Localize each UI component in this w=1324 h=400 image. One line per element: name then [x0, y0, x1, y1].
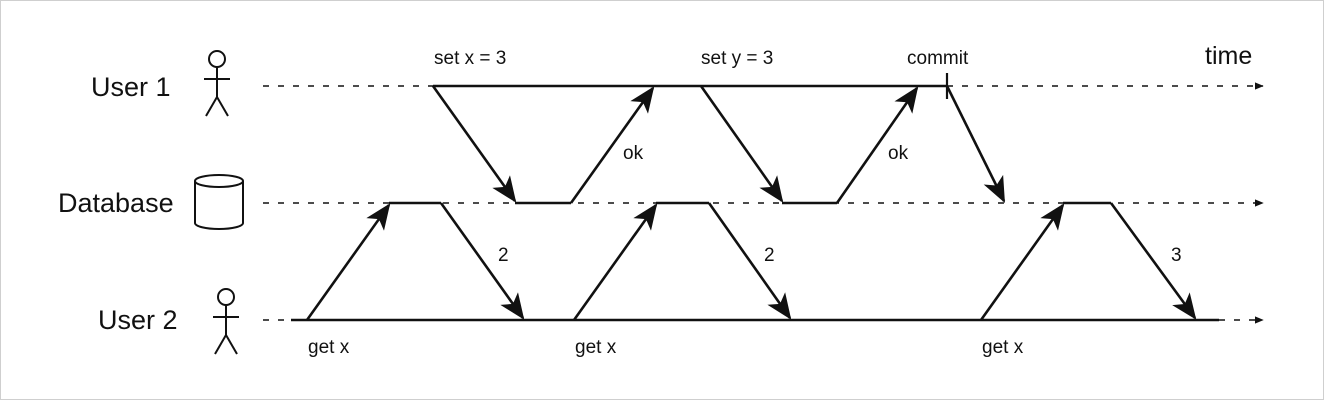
commit-label: commit: [907, 48, 969, 69]
get-x-1-label: get x: [308, 337, 350, 358]
reply-3-label: 3: [1171, 245, 1182, 266]
ok-1-label: ok: [623, 143, 644, 164]
get-x-2-label: get x: [575, 337, 617, 358]
set-y-label: set y = 3: [701, 48, 773, 69]
reply-1-response-arrow: [439, 202, 525, 320]
reply-2-response-arrow: [707, 202, 792, 320]
set-x-request-arrow: [431, 85, 517, 203]
ok-2-response-arrow: [835, 86, 919, 204]
database-label: Database: [58, 188, 174, 218]
user1-person-icon: [204, 50, 230, 117]
ok-1-response-arrow: [569, 86, 655, 204]
ok-2-label: ok: [888, 143, 909, 164]
user1-label: User 1: [91, 72, 171, 102]
user2-person-icon: [213, 288, 239, 355]
reply-2-label: 2: [764, 245, 775, 266]
get-x-3-label: get x: [982, 337, 1024, 358]
get-x-3-request-arrow: [979, 203, 1065, 321]
get-x-1-request-arrow: [305, 203, 391, 321]
reply-1-label: 2: [498, 245, 509, 266]
time-label: time: [1205, 42, 1252, 70]
reply-3-response-arrow: [1109, 202, 1197, 320]
set-x-label: set x = 3: [434, 48, 506, 69]
get-x-2-request-arrow: [572, 203, 658, 321]
user2-label: User 2: [98, 305, 178, 335]
set-y-request-arrow: [699, 85, 784, 203]
database-cylinder-icon: [194, 174, 244, 230]
commit-request-arrow: [945, 85, 1006, 203]
